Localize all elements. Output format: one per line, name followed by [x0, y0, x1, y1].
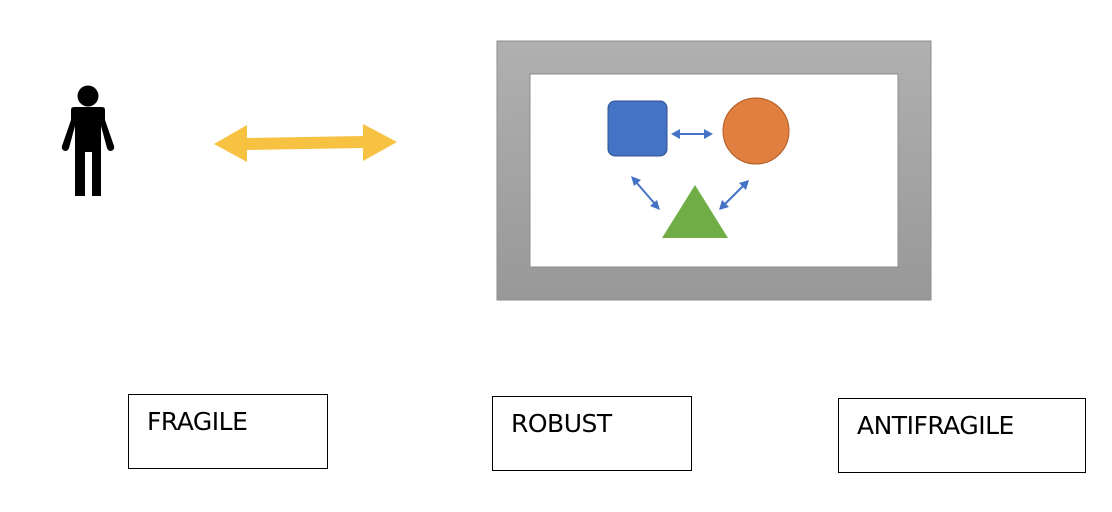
arrow-square-triangle — [635, 181, 656, 205]
fragile-label: FRAGILE — [147, 407, 248, 436]
robust-label: ROBUST — [511, 409, 612, 438]
blue-square — [607, 100, 668, 157]
system-frame — [496, 40, 932, 301]
fragile-label-box: FRAGILE — [128, 394, 328, 469]
arrow-circle-triangle — [723, 184, 745, 206]
robust-label-box: ROBUST — [492, 396, 692, 471]
orange-circle — [722, 97, 790, 165]
green-triangle — [662, 185, 728, 238]
antifragile-label: ANTIFRAGILE — [857, 411, 1014, 440]
double-arrow-icon — [214, 124, 397, 162]
small-double-arrows — [631, 129, 749, 210]
antifragile-label-box: ANTIFRAGILE — [838, 398, 1086, 473]
person-icon — [61, 85, 115, 196]
